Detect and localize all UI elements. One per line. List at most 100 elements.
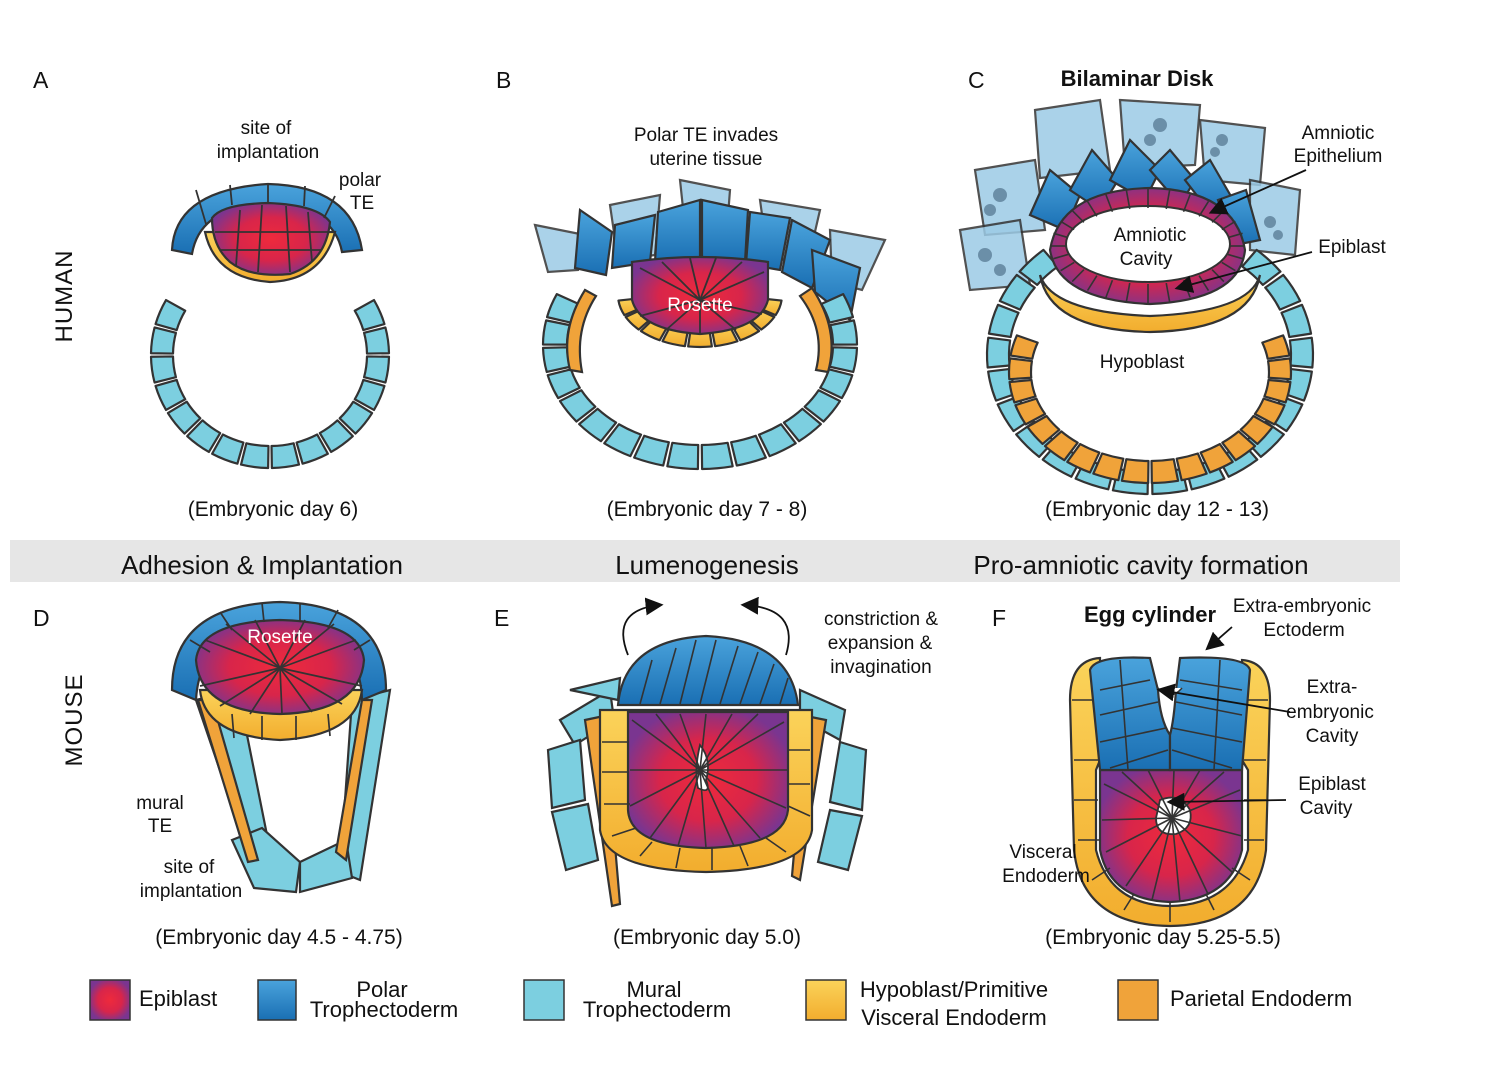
epiblast-cell-boundary xyxy=(1086,275,1098,291)
label-f-visceral-2: Endoderm xyxy=(1002,866,1090,887)
mural-te-cell xyxy=(829,319,859,346)
label-f-epi-cav-2: Cavity xyxy=(1300,798,1353,819)
caption-e: (Embryonic day 5.0) xyxy=(613,926,801,949)
label-c-amn-epi-1: Amniotic xyxy=(1302,123,1375,144)
epiblast-cell-boundary xyxy=(1165,190,1171,210)
epiblast-cell-boundary xyxy=(1071,209,1085,223)
epiblast-cell-boundary xyxy=(1198,201,1210,217)
label-f-exe-cav-2: embryonic xyxy=(1286,702,1374,723)
label-c-hypoblast: Hypoblast xyxy=(1100,352,1185,373)
caption-c: (Embryonic day 12 - 13) xyxy=(1045,498,1269,521)
parietal-endoderm-cell xyxy=(1261,334,1291,360)
mural-te-cell xyxy=(338,400,374,435)
label-a-site-1: site of xyxy=(241,118,292,139)
mural-te-cell xyxy=(353,298,386,332)
panel-letter-c: C xyxy=(968,67,985,93)
mural-te-cell xyxy=(239,442,270,470)
label-d-mural-2: TE xyxy=(148,816,172,837)
caption-f: (Embryonic day 5.25-5.5) xyxy=(1045,926,1281,949)
parietal-ring-c xyxy=(1007,334,1293,485)
label-d-site-1: site of xyxy=(164,857,215,878)
parietal-endoderm-cell xyxy=(1120,458,1150,485)
label-a-polar-2: TE xyxy=(350,193,374,214)
label-c-amn-cav-1: Amniotic xyxy=(1114,225,1187,246)
mural-te-cell xyxy=(362,355,391,384)
parietal-endoderm-cell xyxy=(1263,378,1292,404)
label-d-rosette: Rosette xyxy=(247,627,312,648)
stage-label-lumenogenesis: Lumenogenesis xyxy=(615,550,799,580)
epiblast-cell-boundary xyxy=(1165,282,1171,302)
parietal-endoderm-cell xyxy=(1092,452,1125,482)
mural-te-cell xyxy=(541,346,572,374)
label-d-mural-1: mural xyxy=(136,793,184,814)
mural-te-cell xyxy=(318,419,354,454)
panel-b-embryo xyxy=(533,178,887,471)
label-b-invades-2: uterine tissue xyxy=(649,149,762,170)
legend-label-polar-1: Polar xyxy=(356,977,407,1002)
mural-te-ring-a xyxy=(149,298,391,470)
stage-label-pro-amniotic: Pro-amniotic cavity formation xyxy=(973,550,1308,580)
epiblast-a xyxy=(210,201,332,276)
label-f-exe-cav-1: Extra- xyxy=(1307,677,1358,698)
mural-te-cell xyxy=(803,389,842,423)
panel-e-embryo xyxy=(546,596,868,908)
panel-letter-d: D xyxy=(33,605,50,631)
label-f-exe-cav-3: Cavity xyxy=(1306,726,1359,747)
species-human: HUMAN xyxy=(51,250,78,343)
label-e-constriction-3: invagination xyxy=(830,657,931,678)
mural-te-cell xyxy=(166,400,202,435)
panel-d-embryo xyxy=(170,600,392,894)
mural-te-cell xyxy=(558,389,597,423)
mural-te-cell xyxy=(985,336,1012,369)
parietal-endoderm-cell xyxy=(1267,357,1293,381)
panel-letter-b: B xyxy=(496,67,511,93)
title-f-egg-cylinder: Egg cylinder xyxy=(1084,602,1216,627)
mural-te-cell xyxy=(154,378,187,412)
label-e-constriction-2: expansion & xyxy=(828,633,933,654)
legend-swatch-mural xyxy=(523,979,565,1021)
label-b-rosette: Rosette xyxy=(667,295,732,316)
legend-swatch-parietal xyxy=(1117,979,1159,1021)
label-f-exe-ecto-1: Extra-embryonic xyxy=(1233,596,1371,617)
mural-te-cell xyxy=(149,355,178,384)
epiblast-cell-boundary xyxy=(1227,232,1243,239)
epiblast-cell-boundary xyxy=(1053,232,1069,239)
parietal-endoderm-cell xyxy=(1175,452,1208,482)
mural-te-cell xyxy=(353,378,386,412)
epiblast-cell-boundary xyxy=(1060,261,1075,272)
mural-te-cell xyxy=(270,442,301,470)
mural-te-cell xyxy=(998,273,1036,311)
epiblast-cell-boundary xyxy=(1221,220,1236,231)
label-f-exe-ecto-2: Ectoderm xyxy=(1263,620,1344,641)
epiblast-cell-boundary xyxy=(1221,261,1236,272)
caption-b: (Embryonic day 7 - 8) xyxy=(607,498,808,521)
parietal-endoderm-cell xyxy=(1221,430,1257,462)
legend-label-polar-2: Trophectoderm xyxy=(310,997,458,1022)
mural-te-cell xyxy=(603,423,643,458)
legend-label-parietal: Parietal Endoderm xyxy=(1170,986,1352,1011)
legend-swatch-epiblast xyxy=(89,979,131,1021)
stage-band xyxy=(10,540,1400,582)
title-c-bilaminar: Bilaminar Disk xyxy=(1061,66,1215,91)
epiblast-cell-boundary xyxy=(1105,279,1114,298)
mural-te-cell xyxy=(1241,248,1282,286)
panel-letter-e: E xyxy=(494,605,509,631)
legend: Epiblast Polar Trophectoderm Mural Troph… xyxy=(89,977,1352,1030)
mural-te-cell xyxy=(211,433,245,465)
mural-te-cell xyxy=(757,423,797,458)
mural-te-cell xyxy=(362,326,391,355)
epiblast-cell-boundary xyxy=(1105,194,1114,213)
mural-te-cell xyxy=(295,433,329,465)
label-c-epiblast: Epiblast xyxy=(1318,237,1386,258)
parietal-endoderm-cell xyxy=(1007,357,1033,381)
label-d-site-2: implantation xyxy=(140,881,242,902)
panel-letter-a: A xyxy=(33,67,49,93)
label-b-invades-1: Polar TE invades xyxy=(634,125,778,146)
parietal-endoderm-cell xyxy=(1043,430,1079,462)
label-c-amn-cav-2: Cavity xyxy=(1120,249,1173,270)
mural-te-ring-b xyxy=(541,293,859,471)
mural-te-cell xyxy=(1288,336,1315,369)
uterine-cells-c xyxy=(958,98,1302,292)
panel-letter-f: F xyxy=(992,605,1006,631)
